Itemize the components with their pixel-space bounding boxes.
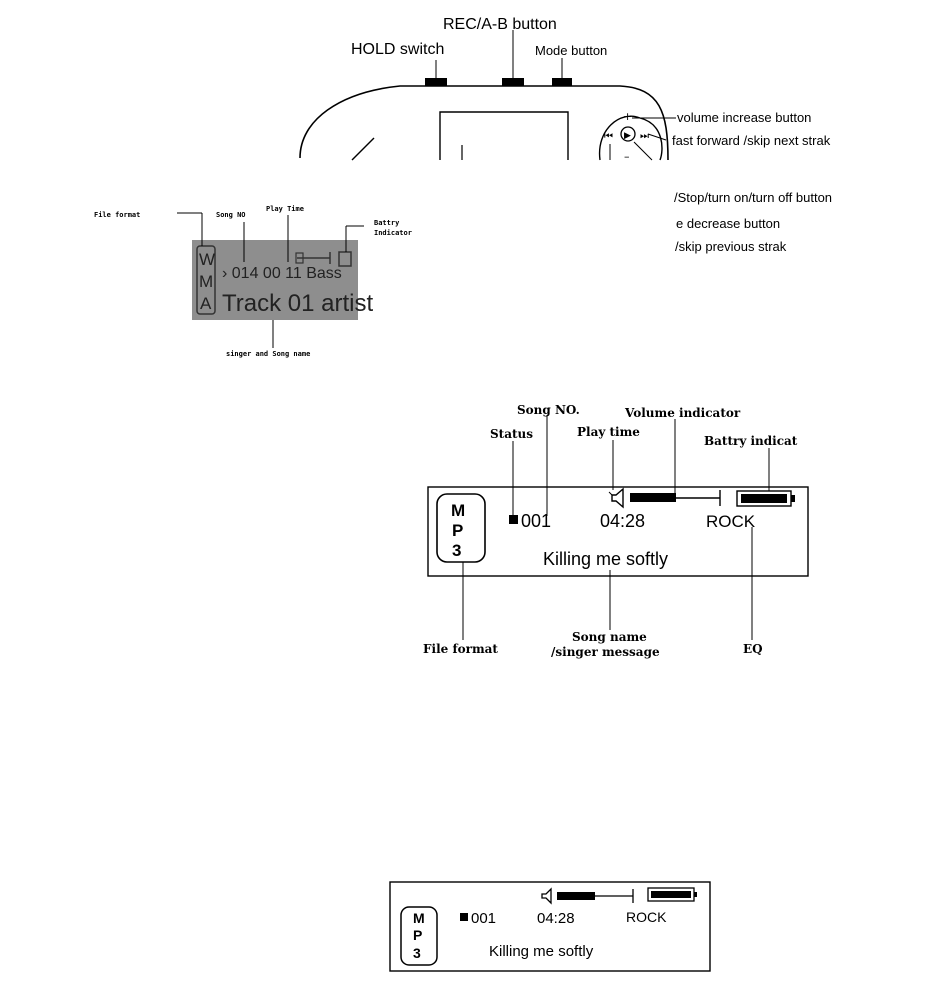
mp3-format-box: [436, 493, 486, 563]
mode-label: Mode button: [535, 43, 607, 58]
mp3-status-label: Status: [490, 427, 533, 441]
wma-fmt-3: A: [200, 294, 212, 313]
plain-song: Killing me softly: [489, 943, 594, 960]
device-diagram: ▶ ⏮ ⏭ + – REC/A-B button HOLD switch Mod…: [299, 16, 832, 254]
device-screen-outline: [439, 111, 569, 160]
mp3-song: Killing me softly: [543, 549, 668, 569]
wma-format-box: [196, 245, 216, 315]
vol-inc-label: volume increase button: [677, 110, 811, 125]
mp3-singer-message-label: /singer message: [551, 645, 660, 659]
plain-time: 04:28: [537, 910, 575, 927]
plain-fmt-1: M: [413, 910, 425, 926]
wma-line2: Track 01 artist: [222, 290, 373, 317]
wma-battery-icon: [338, 251, 352, 267]
plain-eq-value: ROCK: [626, 909, 667, 925]
mp3-song-no-label: Song NO.: [517, 403, 580, 417]
prev-label: /skip previous strak: [675, 239, 787, 254]
plain-track: 001: [471, 910, 496, 927]
minus-icon: –: [624, 150, 630, 163]
mp3-song-name-label: Song name: [572, 630, 647, 644]
mp3-fmt-1: M: [451, 501, 465, 520]
wma-fmt-2: M: [199, 272, 213, 291]
plain-speaker-icon: [541, 887, 552, 905]
mp3-battery-label: Battry indicat: [704, 434, 798, 448]
plus-icon: +: [623, 110, 632, 123]
mp3-fmt-2: P: [452, 521, 463, 540]
wma-singer-label: singer and Song name: [226, 350, 310, 358]
prev-icon: ⏮: [604, 131, 613, 142]
hold-label: HOLD switch: [351, 41, 444, 58]
wma-song-no-label: Song NO: [216, 211, 246, 219]
wma-battery-label: Battry: [374, 219, 400, 227]
plain-status-icon: [460, 913, 468, 921]
play-label: /Stop/turn on/turn off button: [674, 190, 832, 205]
mp3-eq-label: EQ: [743, 642, 763, 656]
wma-play-time-label: Play Time: [266, 205, 304, 213]
wma-lcd-diagram: W M A › 014 00 11 Bass Track 01 artist F…: [94, 205, 412, 358]
wma-file-format-label: File format: [94, 211, 140, 219]
device-body-outline: [299, 85, 669, 161]
next-icon: ⏭: [640, 131, 649, 142]
plain-format-box: [400, 906, 438, 966]
ff-label: fast forward /skip next strak: [672, 133, 831, 148]
mp3-time: 04:28: [600, 511, 645, 531]
speaker-icon: [611, 487, 624, 509]
mp3-play-time-label: Play time: [577, 425, 640, 439]
volume-bar-fill: [630, 493, 676, 502]
mode-button: [552, 78, 572, 86]
rec-ab-label: REC/A-B button: [443, 16, 557, 33]
mp3-file-format-label: File format: [423, 642, 498, 656]
hold-switch: [425, 78, 447, 86]
vol-dec-label: e decrease button: [676, 216, 780, 231]
mp3-lcd-labeled-diagram: M P 3 001 04:28 ROCK Killing me softly S…: [423, 403, 809, 659]
mp3-lcd-plain-diagram: M P 3 001 04:28 ROCK Killing me softly: [389, 881, 711, 972]
mp3-status-icon: [509, 515, 518, 524]
plain-fmt-3: 3: [413, 945, 421, 961]
rec-ab-button: [502, 78, 524, 86]
plain-volume-fill: [557, 892, 595, 900]
wma-indicator-label: Indicator: [374, 229, 412, 237]
mp3-fmt-3: 3: [452, 541, 461, 560]
play-icon: ▶: [624, 131, 631, 141]
mp3-volume-label: Volume indicator: [624, 406, 741, 420]
plain-fmt-2: P: [413, 927, 422, 943]
mp3-eq-value: ROCK: [706, 512, 756, 531]
mp3-track: 001: [521, 511, 551, 531]
play-button: [620, 126, 636, 142]
wma-fmt-1: W: [199, 250, 215, 269]
wma-line1: › 014 00 11 Bass: [222, 265, 342, 282]
